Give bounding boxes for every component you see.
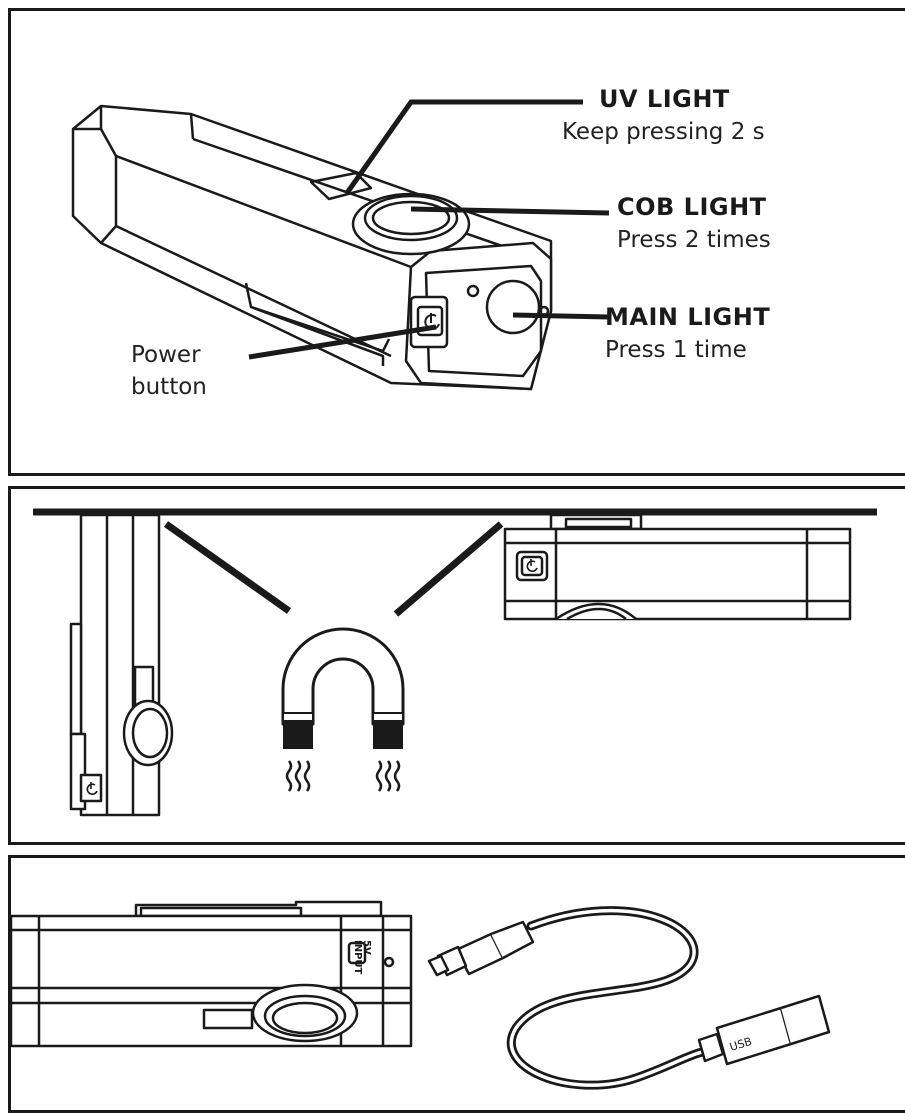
flashlight-side-view — [11, 900, 413, 1048]
usb-label: USB — [728, 1035, 753, 1054]
main-light-title: MAIN LIGHT — [605, 303, 771, 331]
power-button-label-line2: button — [131, 374, 207, 400]
flashlight-top-view-illustration — [71, 99, 610, 391]
power-button-label: Power button — [131, 339, 207, 403]
port-label-line1: 5V — [361, 940, 372, 955]
magnetic-mount-panel — [8, 486, 905, 845]
uv-light-title: UV LIGHT — [599, 85, 730, 113]
cob-light-title: COB LIGHT — [617, 193, 767, 221]
magnet-icon — [281, 627, 405, 749]
port-label-line2: INPUT — [352, 940, 363, 975]
button-functions-panel: UV LIGHT Keep pressing 2 s COB LIGHT Pre… — [8, 8, 905, 476]
charging-illustration: 5V INPUT USB — [11, 900, 831, 1090]
power-button-label-line1: Power — [131, 342, 201, 368]
cob-light-description: Press 2 times — [617, 227, 771, 253]
charging-panel: 5V INPUT USB — [8, 855, 905, 1113]
magnetic-mount-illustration — [33, 508, 877, 817]
flashlight-horizontal-view — [503, 513, 852, 621]
usb-cable-icon: USB — [427, 906, 831, 1090]
uv-light-description: Keep pressing 2 s — [562, 119, 765, 145]
main-light-description: Press 1 time — [605, 337, 747, 363]
flashlight-vertical-view — [69, 513, 174, 817]
magnetic-field-icon — [285, 760, 401, 792]
